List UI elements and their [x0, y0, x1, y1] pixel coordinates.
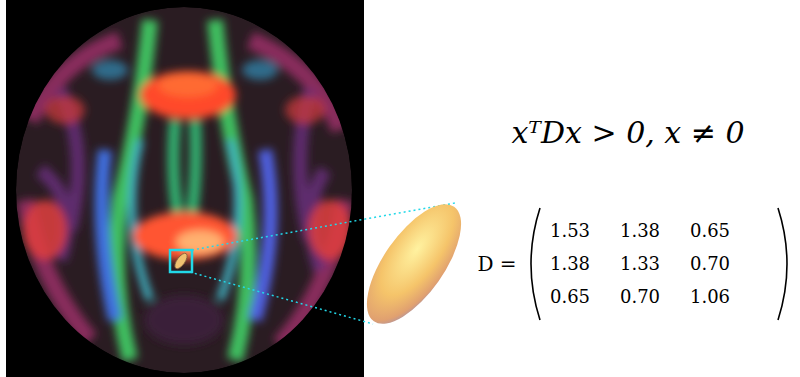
matrix-paren — [531, 208, 540, 320]
image-background — [6, 0, 364, 377]
table-cell: 0.65 — [690, 222, 730, 240]
brain-map — [16, 7, 352, 373]
table-cell: 1.06 — [690, 288, 730, 306]
roi-box — [170, 250, 192, 272]
table-cell: 1.53 — [550, 222, 590, 240]
matrix-name: D = — [477, 254, 516, 274]
table-cell: 0.65 — [550, 288, 590, 306]
table-cell: 1.38 — [620, 222, 660, 240]
table-cell: 1.38 — [550, 255, 590, 273]
matrix-paren — [778, 208, 787, 320]
table-cell: 1.33 — [620, 255, 660, 273]
table-cell: 0.70 — [620, 288, 660, 306]
table-cell: 0.70 — [690, 255, 730, 273]
formula: xᵀDx > 0, x ≠ 0 — [511, 118, 744, 148]
zoom-line — [190, 272, 373, 324]
small-tensor — [173, 251, 190, 270]
tensor-ellipsoid — [349, 189, 478, 338]
